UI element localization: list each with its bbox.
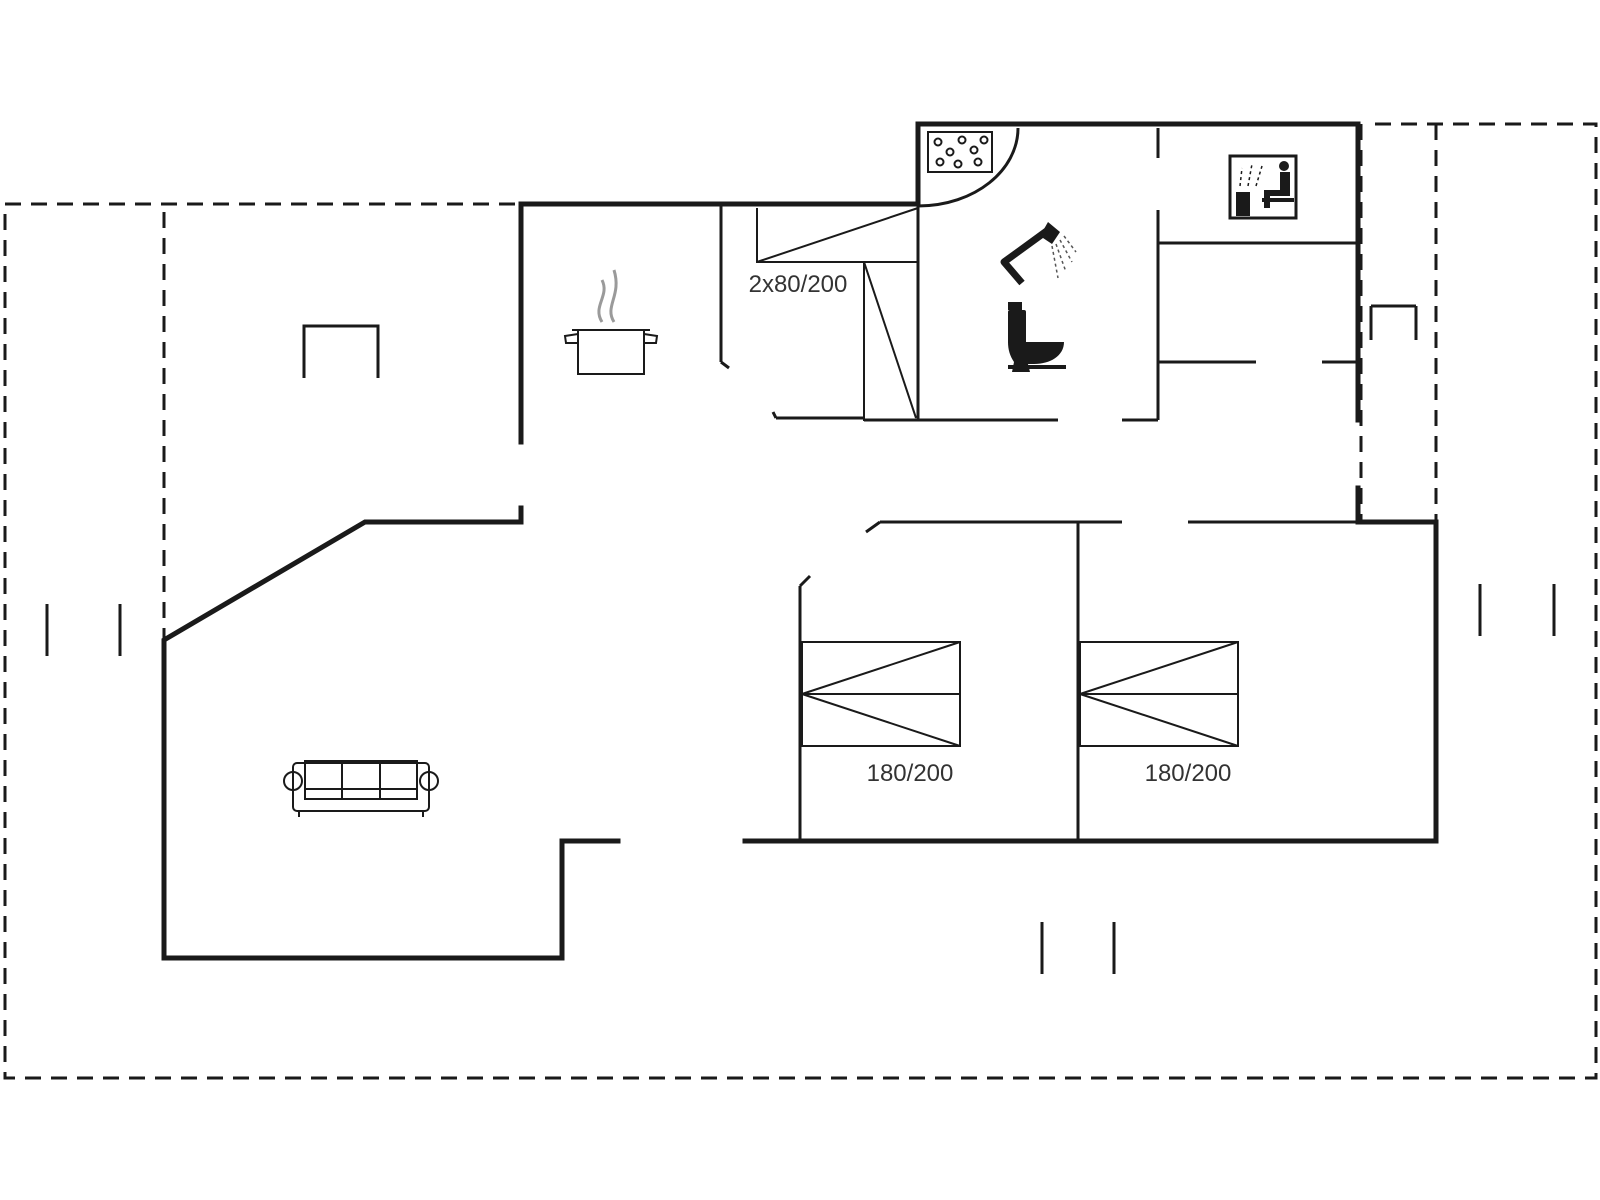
whirlpool-icon bbox=[917, 127, 1020, 208]
shower-icon bbox=[1000, 222, 1077, 286]
sauna-icon bbox=[1228, 154, 1298, 220]
dining-table bbox=[302, 324, 380, 378]
terrace-marks bbox=[45, 584, 1556, 974]
toilet-icon bbox=[1008, 302, 1066, 372]
cooking-pot-icon bbox=[563, 269, 659, 375]
double-bed-2-label: 180/200 bbox=[1145, 760, 1232, 787]
bunk-bed bbox=[756, 207, 919, 263]
double-bed-1 bbox=[801, 641, 961, 747]
sofa-icon bbox=[283, 760, 439, 817]
stair bbox=[863, 261, 919, 421]
double-bed-2 bbox=[1079, 641, 1239, 747]
interior-walls bbox=[719, 128, 1418, 841]
bunk-bed-label: 2x80/200 bbox=[749, 271, 848, 298]
double-bed-1-label: 180/200 bbox=[867, 760, 954, 787]
terrace-outlines bbox=[3, 122, 1598, 1080]
outer-walls bbox=[161, 121, 1439, 961]
